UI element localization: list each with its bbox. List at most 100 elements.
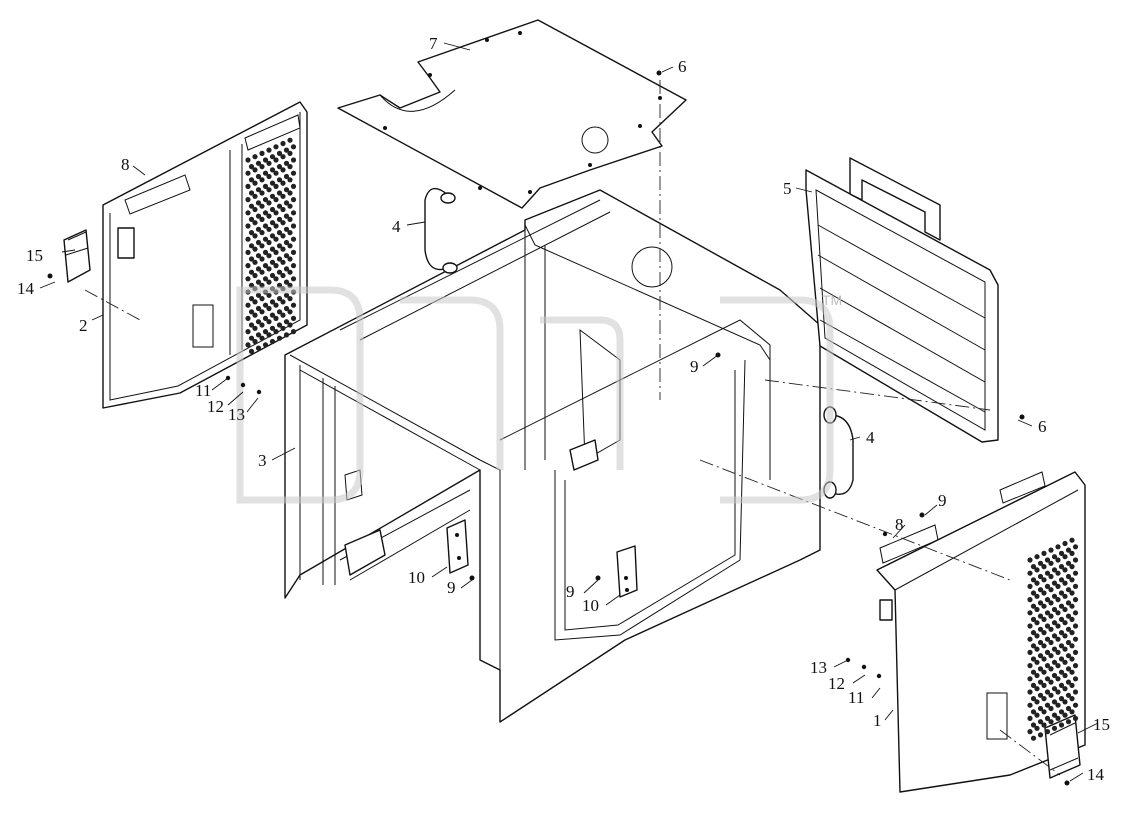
perforation-hole: [248, 309, 255, 315]
perforation-hole: [1044, 636, 1051, 642]
perforation-hole: [1055, 676, 1061, 682]
perforation-hole: [1058, 682, 1065, 689]
perforation-hole: [269, 325, 276, 331]
perforation-hole: [1058, 564, 1065, 570]
perforation-hole: [1030, 735, 1037, 741]
callout-9-frame: 9: [690, 357, 699, 376]
perforation-hole: [248, 190, 255, 196]
perforation-hole: [290, 197, 297, 203]
perforation-hole: [290, 183, 297, 189]
perforation-hole: [255, 253, 262, 259]
perforation-hole: [283, 173, 290, 180]
callout-13-left: 13: [228, 405, 245, 424]
callout-10-left: 10: [408, 568, 425, 587]
perforation-hole: [1037, 573, 1044, 580]
perforation-hole: [1062, 646, 1068, 652]
perforation-hole: [1058, 722, 1065, 728]
perforation-hole: [248, 335, 255, 341]
perforation-hole: [280, 140, 286, 147]
callout-2: 2: [79, 316, 88, 335]
perforation-hole: [259, 309, 265, 315]
callout-9-right: 9: [938, 491, 947, 510]
callout-3: 3: [258, 451, 267, 470]
perforation-hole: [1051, 593, 1058, 599]
perforation-hole: [245, 157, 251, 163]
perforation-hole: [1055, 610, 1061, 616]
perforation-hole: [1058, 643, 1065, 649]
perforation-hole: [276, 243, 283, 249]
perforation-hole: [1051, 554, 1058, 560]
perforation-hole: [1027, 715, 1033, 722]
perforation-hole: [1069, 590, 1075, 596]
perforation-hole: [269, 312, 276, 318]
perforation-hole: [1062, 699, 1068, 705]
callout-10-right: 10: [582, 596, 599, 615]
perforation-hole: [1048, 560, 1054, 566]
perforation-hole: [1034, 554, 1040, 560]
perforation-hole: [280, 220, 286, 226]
perforation-hole: [280, 167, 286, 173]
perforation-hole: [1058, 656, 1065, 662]
perforation-hole: [1044, 676, 1051, 682]
perforation-hole: [276, 269, 283, 275]
perforation-hole: [1069, 709, 1075, 715]
perforation-hole: [255, 279, 262, 285]
perforation-hole: [1027, 557, 1033, 563]
perforation-hole: [1058, 696, 1065, 702]
perforation-hole: [1051, 580, 1058, 586]
perforation-hole: [287, 256, 293, 262]
perforation-hole: [1072, 676, 1079, 682]
perforation-hole: [266, 319, 272, 325]
perforation-hole: [1065, 705, 1072, 712]
perforation-hole: [276, 322, 283, 328]
perforation-hole: [1037, 666, 1044, 672]
perforation-hole: [1034, 646, 1040, 652]
perforation-hole: [283, 213, 290, 219]
perforation-hole: [287, 322, 293, 328]
perforation-hole: [1048, 547, 1054, 553]
perforation-hole: [1044, 729, 1051, 735]
perforation-hole: [280, 206, 286, 213]
perforation-hole: [1051, 646, 1058, 652]
perforation-hole: [266, 239, 272, 246]
callout-12-left: 12: [207, 397, 224, 416]
perforation-hole: [245, 263, 251, 269]
perforation-hole: [276, 177, 283, 183]
perforation-hole: [1030, 709, 1037, 715]
perforation-hole: [259, 335, 265, 341]
perforation-hole: [252, 206, 258, 213]
callout-12-right: 12: [828, 674, 845, 693]
perforation-hole: [1048, 573, 1054, 580]
perforation-hole: [1055, 570, 1061, 576]
perforation-hole: [1055, 623, 1061, 629]
perforation-hole: [1041, 722, 1047, 728]
perforation-hole: [259, 216, 265, 222]
perforation-hole: [1072, 583, 1079, 590]
perforation-hole: [266, 266, 272, 272]
perforation-hole: [1065, 573, 1072, 580]
perforation-hole: [287, 269, 293, 275]
perforation-hole: [283, 292, 290, 298]
perforation-hole: [1041, 590, 1047, 596]
perforation-hole: [290, 170, 297, 176]
perforation-hole: [1030, 682, 1037, 689]
perforation-hole: [259, 230, 265, 236]
perforation-hole: [1034, 686, 1040, 692]
perforation-hole: [1072, 636, 1079, 642]
perforation-hole: [1058, 669, 1065, 675]
perforation-hole: [252, 246, 258, 252]
perforation-hole: [245, 249, 251, 255]
perforation-hole: [287, 216, 293, 222]
perforation-hole: [245, 236, 251, 242]
callout-15-right: 15: [1093, 715, 1110, 734]
perforation-hole: [1041, 669, 1047, 675]
perforation-hole: [1055, 597, 1061, 603]
perforation-hole: [248, 216, 255, 222]
perforation-hole: [287, 164, 293, 170]
perforation-hole: [1062, 593, 1068, 599]
perforation-hole: [1027, 583, 1033, 590]
perforation-hole: [1027, 610, 1033, 616]
perforation-hole: [1037, 692, 1044, 698]
perforation-hole: [1037, 613, 1044, 619]
